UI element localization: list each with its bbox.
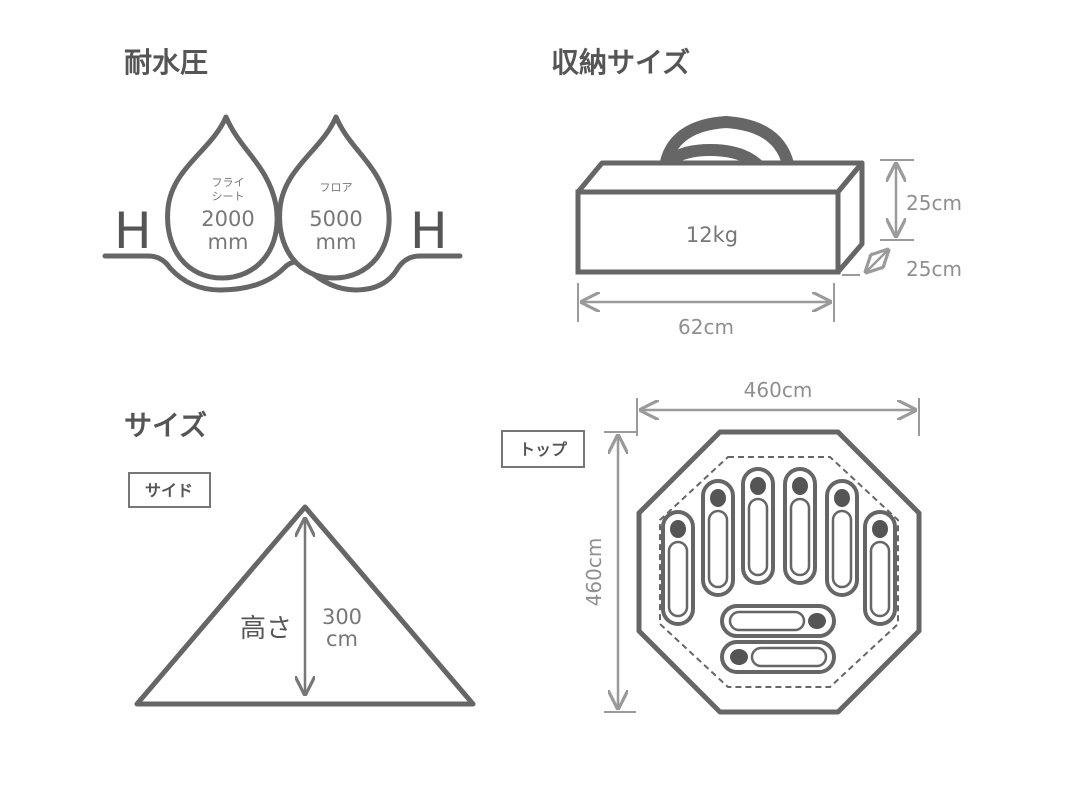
size-section: サイズ サイド 高さ 300 cm — [124, 409, 476, 707]
top-tag-box — [501, 430, 585, 468]
side-tag-label: サイド — [145, 481, 193, 500]
waterproof-section: 耐水圧 H H フライ シート 2000 mm フロア 5000 mm — [102, 46, 463, 293]
sleeping-bag-icon — [720, 604, 836, 638]
height-label: 高さ — [240, 614, 292, 644]
storage-bag-icon — [575, 160, 865, 275]
water-drop-fly-icon — [165, 114, 280, 281]
sleeping-bag-icon — [741, 467, 775, 585]
bag-handle-back-icon — [658, 115, 796, 182]
waterproof-title: 耐水圧 — [124, 46, 208, 79]
h-letter-right: H — [410, 202, 448, 260]
top-width: 460cm — [744, 378, 813, 402]
sleeping-bag-icon — [661, 510, 695, 626]
fly-pressure-unit: mm — [208, 230, 249, 254]
floor-label: フロア — [320, 181, 353, 194]
bag-depth: 25cm — [906, 257, 962, 281]
side-tag-box — [128, 472, 211, 508]
depth-dimension-arrow — [866, 250, 888, 272]
fly-label-line1: フライ — [212, 176, 245, 189]
size-title: サイズ — [124, 409, 207, 442]
sleeping-bag-icon — [825, 479, 859, 597]
bag-height: 25cm — [906, 191, 962, 215]
floor-pressure-unit: mm — [316, 230, 357, 254]
ground-line-icon — [102, 253, 463, 293]
bag-width: 62cm — [678, 315, 734, 339]
sleeping-bag-icon — [783, 467, 817, 585]
fly-label-line2: シート — [212, 190, 245, 203]
water-drop-floor-icon — [277, 114, 392, 281]
bag-weight: 12kg — [686, 223, 738, 247]
storage-title: 収納サイズ — [551, 46, 690, 79]
fly-pressure-value: 2000 — [201, 207, 254, 231]
tent-height-value: 300 — [322, 605, 362, 629]
sleeping-bags — [661, 467, 897, 674]
floor-pressure-value: 5000 — [309, 207, 362, 231]
top-tag-label: トップ — [519, 440, 568, 459]
inner-tent-dashed-outline — [659, 456, 899, 688]
h-letter-left: H — [114, 202, 152, 260]
tent-height-unit: cm — [326, 627, 358, 651]
sleeping-bag-icon — [701, 479, 735, 597]
sleeping-bag-icon — [720, 640, 836, 674]
storage-section: 収納サイズ 12kg 25cm 25cm 62cm — [551, 46, 962, 339]
top-section: トップ 460cm 460cm — [501, 378, 922, 715]
top-depth: 460cm — [582, 538, 606, 607]
sleeping-bag-icon — [863, 510, 897, 626]
